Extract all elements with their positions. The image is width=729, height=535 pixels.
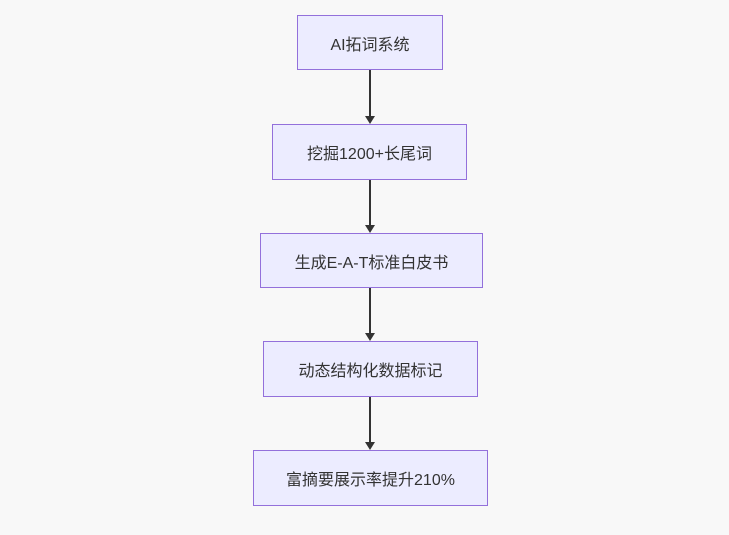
arrow-line <box>369 70 371 117</box>
arrow-head-icon <box>365 225 375 233</box>
node-label: 挖掘1200+长尾词 <box>307 146 432 163</box>
arrow-line <box>369 180 371 226</box>
arrow-connector-3 <box>365 288 375 341</box>
node-label: AI拓词系统 <box>330 36 410 54</box>
arrow-head-icon <box>365 442 375 450</box>
arrow-head-icon <box>365 116 375 124</box>
flow-node-ai-word-system: AI拓词系统 <box>297 15 443 70</box>
node-label: 动态结构化数据标记 <box>298 363 443 380</box>
arrow-connector-2 <box>365 180 375 233</box>
flow-node-eat-whitepaper: 生成E-A-T标准白皮书 <box>260 233 483 288</box>
node-label: 生成E-A-T标准白皮书 <box>294 254 449 272</box>
arrow-line <box>369 397 371 443</box>
flow-node-structured-data: 动态结构化数据标记 <box>263 341 478 397</box>
arrow-line <box>369 288 371 334</box>
node-label: 富摘要展示率提升210% <box>286 472 455 489</box>
arrow-head-icon <box>365 333 375 341</box>
flow-node-longtail-mining: 挖掘1200+长尾词 <box>272 124 467 180</box>
arrow-connector-4 <box>365 397 375 450</box>
flow-node-rich-snippet-result: 富摘要展示率提升210% <box>253 450 488 506</box>
arrow-connector-1 <box>365 70 375 124</box>
